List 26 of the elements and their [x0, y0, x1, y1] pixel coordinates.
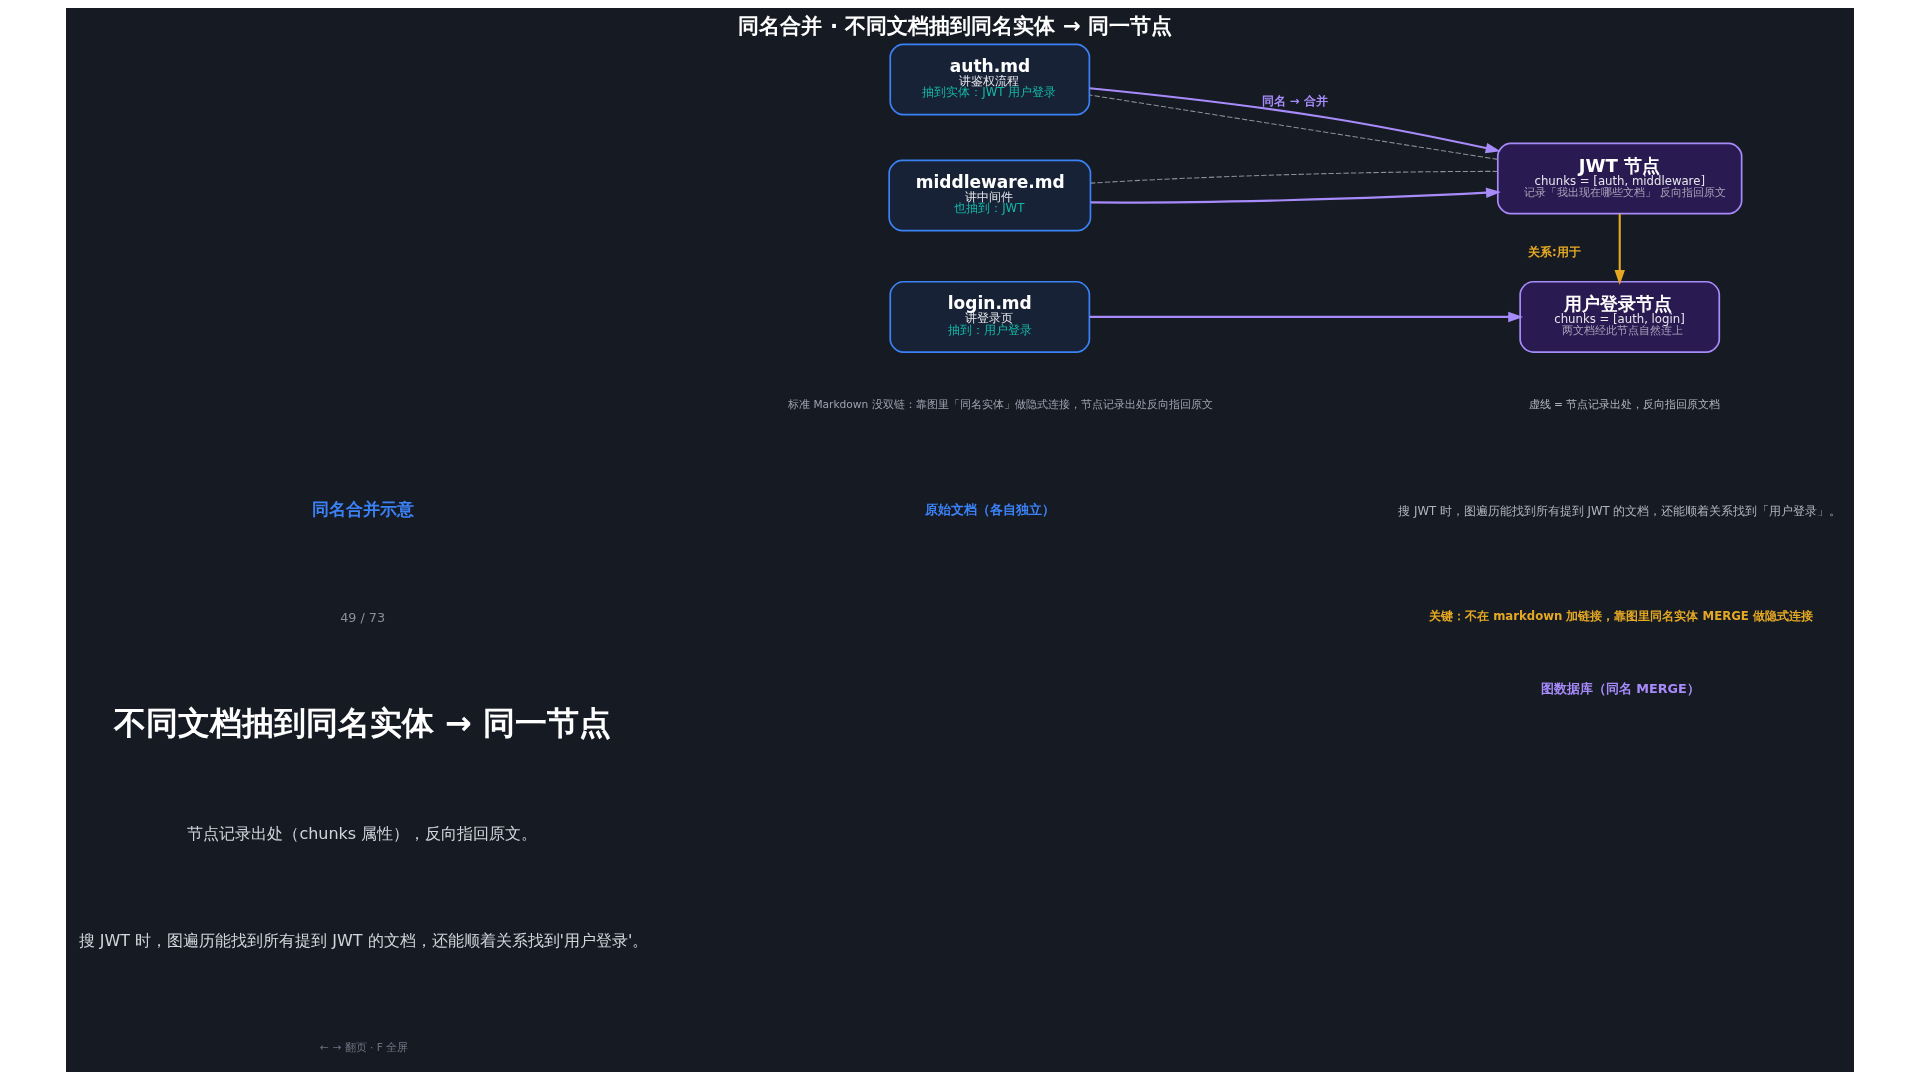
- label: 原始文档（各自独立）: [925, 502, 1056, 518]
- node-box: JWT 节点 chunks = [auth, middleware] 记录「我出现在哪些文档」 反向指回原文: [1496, 142, 1743, 215]
- label: 标准 Markdown 没双链：靠图里「同名实体」做隐式连接，节点记录出处反向指回原文: [788, 397, 1213, 411]
- label: 搜 JWT 时，图遍历能找到所有提到 JWT 的文档，还能顺着关系找到「用户登录」。: [1398, 503, 1842, 518]
- label: 节点记录出处（chunks 属性），反向指回原文。: [187, 824, 538, 844]
- node-box: auth.md 讲鉴权流程 抽到实体：JWT 用户登录: [889, 43, 1091, 116]
- node-box: login.md 讲登录页 抽到：用户登录: [889, 280, 1091, 353]
- node-box: 用户登录节点 chunks = [auth, login] 两文档经此节点自然连上: [1519, 280, 1721, 353]
- label: 虚线 = 节点记录出处，反向指回原文档: [1528, 397, 1721, 411]
- label: 图数据库（同名 MERGE）: [1540, 680, 1700, 696]
- label: 关键：不在 markdown 加链接，靠图里同名实体 MERGE 做隐式连接: [1429, 609, 1813, 624]
- arrow: [1089, 87, 1501, 154]
- connector: [1090, 170, 1499, 184]
- arrow: [1089, 311, 1524, 323]
- edge-label: 关系:用于: [1528, 245, 1581, 260]
- node-box: middleware.md 讲中间件 也抽到：JWT: [888, 159, 1092, 232]
- label: 同名合并示意: [312, 498, 414, 519]
- label: ← → 翻页 · F 全屏: [319, 1041, 409, 1055]
- arrow: [1090, 187, 1501, 204]
- connector: [1089, 94, 1499, 160]
- label: 不同文档抽到同名实体 → 同一节点: [113, 703, 611, 742]
- arrow: [1614, 213, 1625, 285]
- edge-label: 同名 → 合并: [1261, 93, 1328, 108]
- diagram-title: 同名合并 · 不同文档抽到同名实体 → 同一节点: [738, 12, 1173, 38]
- label: 49 / 73: [340, 609, 386, 625]
- label: 搜 JWT 时，图遍历能找到所有提到 JWT 的文档，还能顺着关系找到'用户登录'。: [78, 930, 649, 950]
